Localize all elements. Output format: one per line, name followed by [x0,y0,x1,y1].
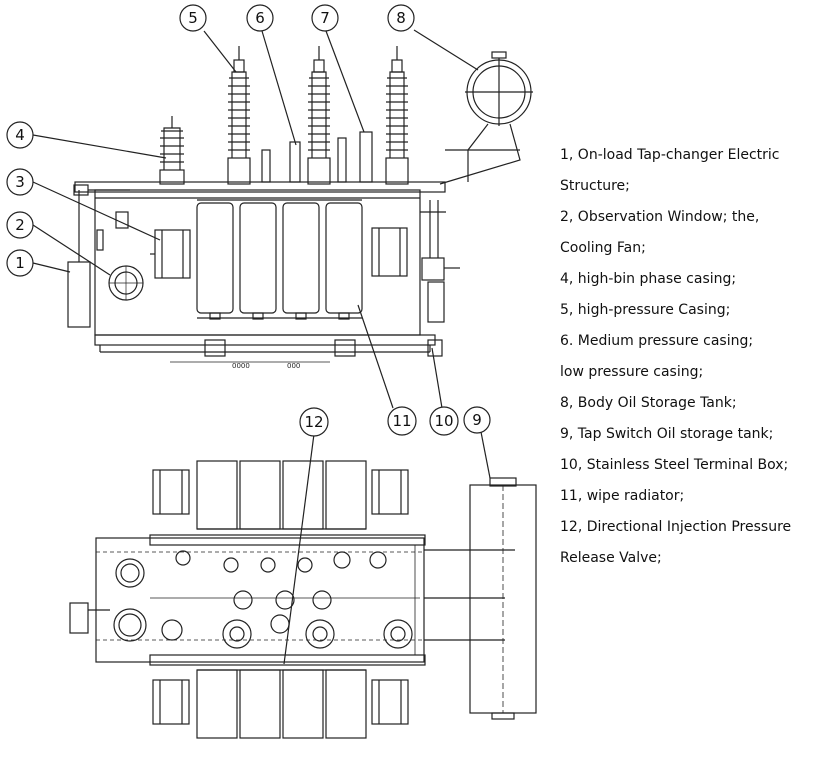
plan-tank-outline [95,537,425,663]
legend-line: 4, high-bin phase casing; [560,271,737,287]
callout-1-label: 1 [15,254,25,272]
high-pressure-bushing-1 [227,46,251,185]
callout-7 [311,4,339,32]
callout-2-label: 2 [15,216,25,234]
legend-line: 12, Directional Injection Pressure [560,519,792,535]
elevation-view: 0000 000 [67,46,533,370]
legend-line: 9, Tap Switch Oil storage tank; [560,426,774,442]
legend-line: low pressure casing; [560,364,704,380]
callout-6 [246,4,274,32]
legend-line: 5, high-pressure Casing; [560,302,731,318]
transformer-drawing: 0000 000 [6,4,537,739]
tap-switch-oil-storage-tank [424,477,537,720]
callout-4-label: 4 [15,126,25,144]
callout-12-label: 12 [304,413,323,431]
plan-radiators-top [196,460,367,530]
callout-8-label: 8 [396,9,406,27]
low-pressure-bushing [359,131,373,183]
elevation-dimension-left: 0000 [232,362,250,370]
callout-11 [387,406,417,436]
high-pressure-bushing-2 [307,46,331,185]
medium-pressure-bushing [289,141,301,183]
terminal-box [420,200,460,323]
callout-7-label: 7 [320,9,330,27]
callout-12 [299,407,329,437]
legend-line: Release Valve; [560,550,662,566]
cooling-fan-left [150,229,191,279]
high-pressure-bushing-3 [385,46,409,185]
callout-5-label: 5 [188,9,198,27]
callout-3-label: 3 [15,173,25,191]
body-oil-storage-tank [439,51,533,185]
elevation-dimension-right: 000 [287,362,300,370]
callout-2 [6,211,34,239]
plan-fans [152,469,409,725]
callout-6-label: 6 [255,9,265,27]
legend-line: 2, Observation Window; the, [560,209,760,225]
callout-8 [387,4,415,32]
legend-line: 10, Stainless Steel Terminal Box; [560,457,789,473]
tank-base [94,334,436,346]
plan-view [69,460,537,739]
legend-line: 6. Medium pressure casing; [560,333,754,349]
callout-9 [463,406,491,434]
plan-radiators-bottom [196,669,367,739]
low-bin-phase-bushing [159,116,185,185]
legend-line: Structure; [560,178,630,194]
callout-5 [179,4,207,32]
legend-line: Cooling Fan; [560,240,646,256]
callout-1 [6,249,34,277]
callouts: 1 2 3 4 5 6 7 8 11 10 9 12 [6,4,491,665]
callout-10 [429,406,459,436]
tank-cover [74,181,446,193]
legend-line: 11, wipe radiator; [560,488,685,504]
cooling-fan-right [371,227,408,277]
callout-4 [6,121,34,149]
legend-line: 8, Body Oil Storage Tank; [560,395,737,411]
callout-11-label: 11 [392,412,411,430]
legend-line: 1, On-load Tap-changer Electric [560,147,780,163]
radiator-bank [196,199,363,320]
callout-3 [6,168,34,196]
callout-10-label: 10 [434,412,453,430]
callout-9-label: 9 [472,411,482,429]
tap-changer-mechanism [67,261,91,328]
